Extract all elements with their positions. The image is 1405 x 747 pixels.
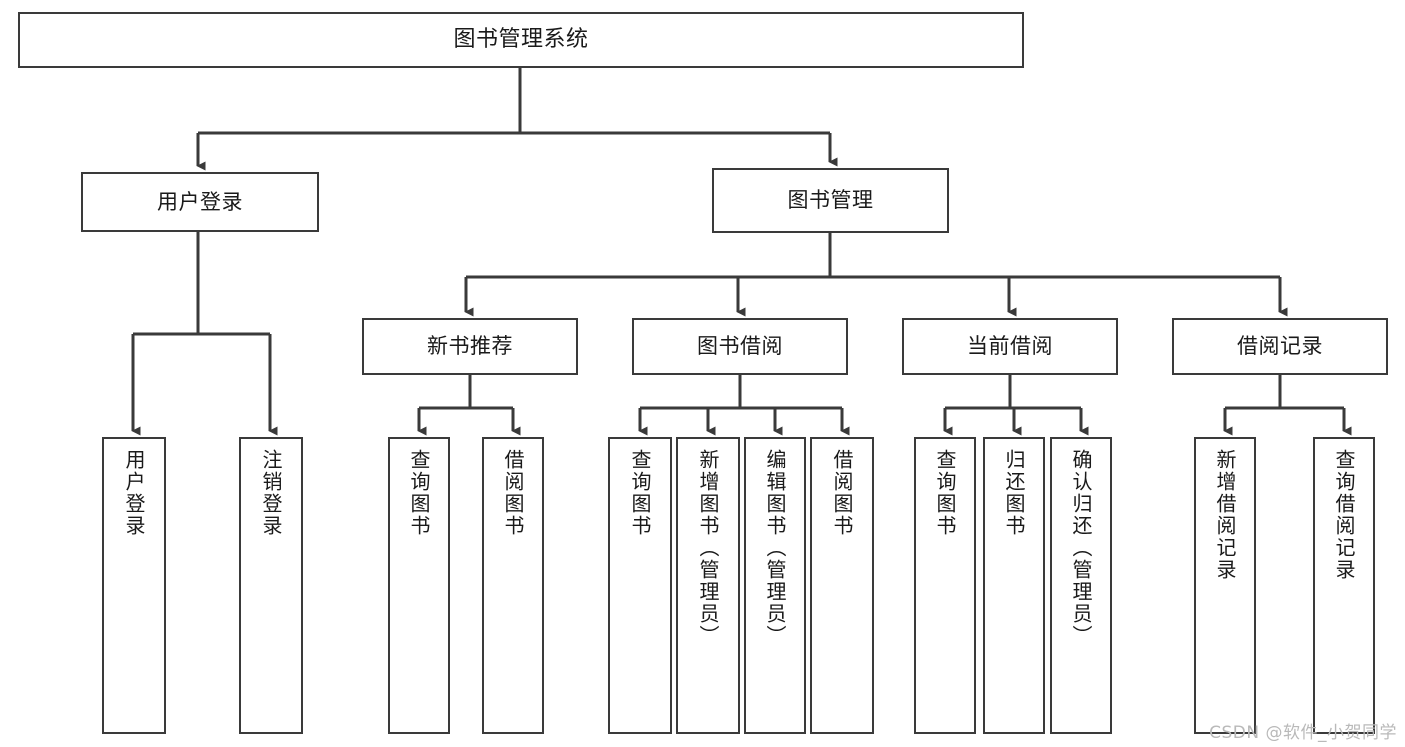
node-label: 新增借阅记录 [1213, 449, 1237, 581]
leaf-borrow-record-add-record[interactable]: 新增借阅记录 [1194, 437, 1256, 734]
node-label: 用户登录 [157, 189, 243, 214]
node-label: 查询图书 [933, 449, 957, 537]
node-label: 借阅图书 [830, 449, 854, 537]
node-book-borrow[interactable]: 图书借阅 [632, 318, 848, 375]
leaf-current-borrow-return-book[interactable]: 归还图书 [983, 437, 1045, 734]
leaf-user-login-login[interactable]: 用户登录 [102, 437, 166, 734]
node-label: 图书管理 [787, 188, 874, 213]
node-label: 借阅图书 [501, 449, 525, 537]
node-label: 图书借阅 [697, 334, 783, 359]
node-root-book-management-system[interactable]: 图书管理系统 [18, 12, 1024, 68]
node-label: 用户登录 [122, 449, 146, 537]
node-label: 当前借阅 [967, 334, 1053, 359]
csdn-watermark: CSDN @软件_小贺同学 [1209, 723, 1397, 743]
node-label: 查询图书 [407, 449, 431, 537]
node-current-borrow[interactable]: 当前借阅 [902, 318, 1118, 375]
node-label: 借阅记录 [1237, 334, 1323, 359]
leaf-book-borrow-add-book-admin[interactable]: 新增图书（管理员） [676, 437, 740, 734]
node-label: 查询借阅记录 [1332, 449, 1356, 581]
node-new-book-recommend[interactable]: 新书推荐 [362, 318, 578, 375]
node-label: 查询图书 [628, 449, 652, 537]
leaf-current-borrow-query-book[interactable]: 查询图书 [914, 437, 976, 734]
node-user-login[interactable]: 用户登录 [81, 172, 319, 232]
node-label: 新书推荐 [427, 334, 513, 359]
leaf-new-book-query-book[interactable]: 查询图书 [388, 437, 450, 734]
node-label: 确认归还（管理员） [1069, 449, 1093, 647]
node-label: 新增图书（管理员） [696, 449, 720, 647]
leaf-book-borrow-borrow-book[interactable]: 借阅图书 [810, 437, 874, 734]
node-label: 注销登录 [259, 449, 283, 537]
node-label: 归还图书 [1002, 449, 1026, 537]
node-book-management[interactable]: 图书管理 [712, 168, 949, 233]
leaf-user-login-logout[interactable]: 注销登录 [239, 437, 303, 734]
node-borrow-record[interactable]: 借阅记录 [1172, 318, 1388, 375]
leaf-new-book-borrow-book[interactable]: 借阅图书 [482, 437, 544, 734]
leaf-book-borrow-edit-book-admin[interactable]: 编辑图书（管理员） [744, 437, 806, 734]
leaf-book-borrow-query-book[interactable]: 查询图书 [608, 437, 672, 734]
leaf-current-borrow-confirm-return-admin[interactable]: 确认归还（管理员） [1050, 437, 1112, 734]
node-label: 图书管理系统 [453, 27, 589, 53]
node-label: 编辑图书（管理员） [763, 449, 787, 647]
leaf-borrow-record-query-record[interactable]: 查询借阅记录 [1313, 437, 1375, 734]
